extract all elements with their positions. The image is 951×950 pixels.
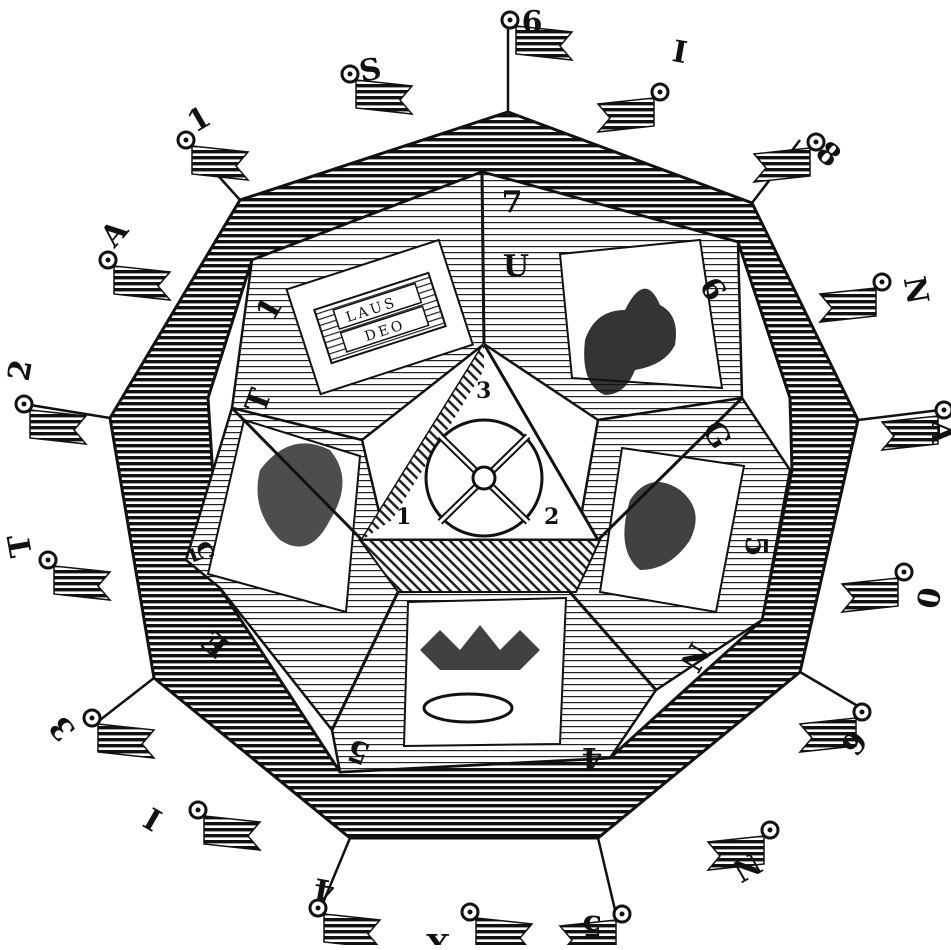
inner-label: U [503, 249, 529, 284]
outer-label: X [426, 926, 450, 945]
pennant-flag [598, 84, 668, 132]
inner-label: 5 [738, 536, 773, 557]
inner-divider [482, 172, 484, 344]
pennant-flag [842, 564, 912, 612]
outer-label: 0 [908, 584, 946, 611]
pennant-flag [820, 274, 890, 322]
center-number-left: 1 [396, 504, 411, 530]
spoke-line [598, 838, 616, 914]
outer-label: 6 [522, 5, 543, 40]
pennant-flag [100, 252, 170, 300]
pennant-flag [84, 710, 154, 758]
outer-label: I [670, 34, 690, 71]
center-number-top: 3 [476, 378, 491, 404]
outer-label: 5 [582, 908, 603, 943]
outer-label: N [896, 274, 935, 307]
pennant-flag [16, 396, 86, 444]
center-number-right: 2 [544, 504, 559, 530]
inner-label: 4 [582, 740, 603, 775]
pennant-flag [190, 802, 260, 850]
pennant-flag [40, 552, 110, 600]
outer-label: 3 [43, 709, 83, 747]
outer-label: T [1, 531, 39, 560]
spoke-line [100, 678, 154, 720]
inner-label: 7 [502, 185, 523, 220]
pennant-flag [462, 904, 532, 945]
outer-label: A [924, 419, 951, 444]
outer-label: 4 [311, 870, 338, 908]
crown-picture [404, 598, 566, 746]
outer-label: 2 [2, 357, 40, 384]
outer-label: I [138, 800, 168, 837]
outer-label: A [93, 213, 136, 255]
pennant-flag [178, 132, 248, 180]
outer-label: S [357, 52, 384, 90]
